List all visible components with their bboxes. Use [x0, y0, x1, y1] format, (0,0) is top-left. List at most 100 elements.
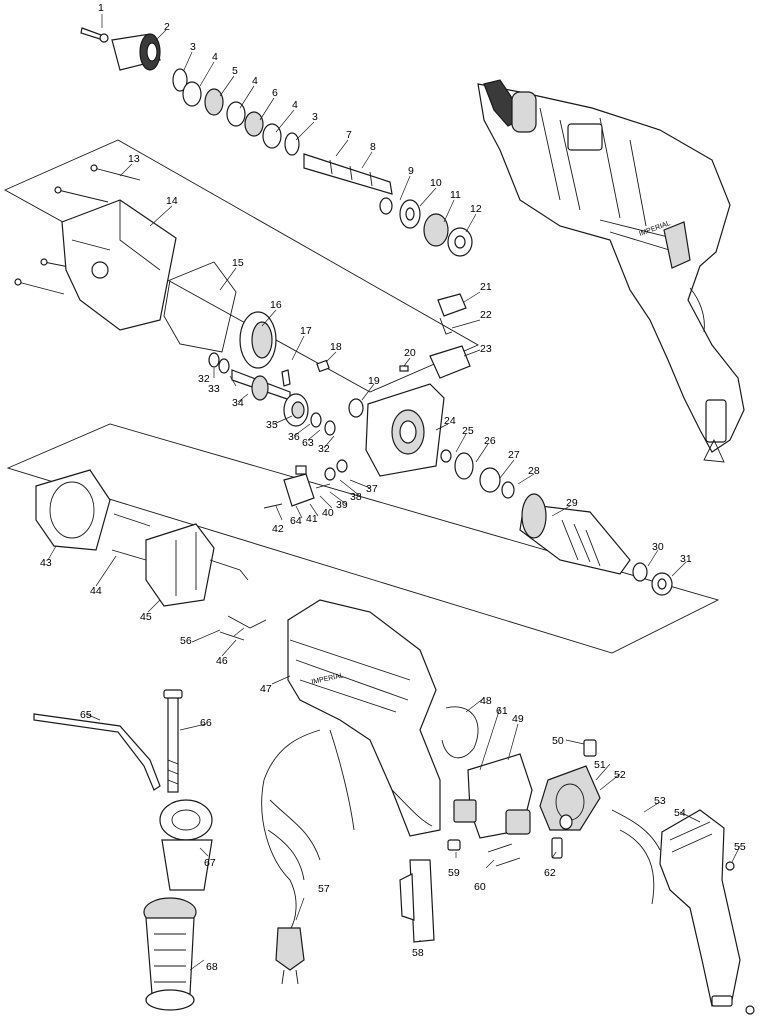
- part-57-power-cord: [261, 729, 355, 985]
- callout-22: 22: [480, 309, 492, 321]
- callout-3: 3: [190, 41, 196, 53]
- callout-8: 8: [370, 141, 376, 153]
- part-29-armature: [519, 493, 631, 575]
- part-16-gear: [239, 311, 277, 369]
- parts-35-36-63-gears: [283, 393, 336, 436]
- callout-39: 39: [336, 499, 348, 511]
- part-62-brush: [551, 837, 563, 859]
- callout-34: 34: [232, 397, 244, 409]
- callout-62: 62: [544, 867, 556, 879]
- part-53-wiring: [611, 809, 661, 905]
- callout-18: 18: [330, 341, 342, 353]
- part-46-56-wires: [219, 615, 267, 641]
- callout-30: 30: [652, 541, 664, 553]
- callout-41: 41: [306, 513, 318, 525]
- callout-53: 53: [654, 795, 666, 807]
- callout-59: 59: [448, 867, 460, 879]
- part-55-screws: [725, 861, 755, 1015]
- part-2-keyless-chuck: [111, 33, 161, 71]
- callout-12: 12: [470, 203, 482, 215]
- callout-13: 13: [128, 153, 140, 165]
- part-44-screws: [111, 513, 151, 561]
- callout-37: 37: [366, 483, 378, 495]
- callout-3: 3: [312, 111, 318, 123]
- callout-45: 45: [140, 611, 152, 623]
- callout-26: 26: [484, 435, 496, 447]
- callout-17: 17: [300, 325, 312, 337]
- callout-9: 9: [408, 165, 414, 177]
- motor-assembly-frame: [6, 423, 720, 654]
- callout-65: 65: [80, 709, 92, 721]
- part-14-gear-housing: [61, 199, 177, 331]
- callout-6: 6: [272, 87, 278, 99]
- callout-48: 48: [480, 695, 492, 707]
- part-7-8-spindle: [303, 153, 393, 195]
- part-68-side-handle: [143, 897, 197, 1011]
- callout-44: 44: [90, 585, 102, 597]
- callout-29: 29: [566, 497, 578, 509]
- callout-51: 51: [594, 759, 606, 771]
- callout-67: 67: [204, 857, 216, 869]
- parts-32-33-34-shaft: [208, 352, 291, 401]
- part-13-housing-screws: [14, 164, 141, 295]
- callout-4: 4: [212, 51, 218, 63]
- callout-68: 68: [206, 961, 218, 973]
- callout-28: 28: [528, 465, 540, 477]
- callout-38: 38: [350, 491, 362, 503]
- part-1-chuck-screw: [80, 27, 109, 43]
- callout-33: 33: [208, 383, 220, 395]
- part-24-gearbox-cover: [365, 383, 445, 477]
- callout-5: 5: [232, 65, 238, 77]
- callout-52: 52: [614, 769, 626, 781]
- callout-47: 47: [260, 683, 272, 695]
- assembled-drill-illustration: IMPERIAL: [477, 79, 745, 463]
- callout-35: 35: [266, 419, 278, 431]
- callout-14: 14: [166, 195, 178, 207]
- part-18-key: [316, 359, 330, 373]
- part-58-grip: [399, 859, 435, 943]
- parts-30-31-armature-bearings: [632, 562, 673, 596]
- callout-10: 10: [430, 177, 442, 189]
- callout-25: 25: [462, 425, 474, 437]
- callout-42: 42: [272, 523, 284, 535]
- callout-4: 4: [292, 99, 298, 111]
- callout-19: 19: [368, 375, 380, 387]
- callout-64: 64: [290, 515, 302, 527]
- callout-2: 2: [164, 21, 170, 33]
- callout-23: 23: [480, 343, 492, 355]
- callout-36: 36: [288, 431, 300, 443]
- callout-56: 56: [180, 635, 192, 647]
- callout-20: 20: [404, 347, 416, 359]
- callout-11: 11: [450, 189, 461, 201]
- parts-9-12-bearings: [379, 197, 473, 257]
- callout-61: 61: [496, 705, 508, 717]
- callout-32: 32: [198, 373, 210, 385]
- callout-60: 60: [474, 881, 486, 893]
- part-47-motor-housing: IMPERIAL: [287, 599, 441, 837]
- callout-21: 21: [480, 281, 492, 293]
- parts-37-42-64-brush-holder: [263, 459, 348, 509]
- parts-25-28-washers: [440, 449, 515, 499]
- callout-66: 66: [200, 717, 212, 729]
- callout-7: 7: [346, 129, 352, 141]
- callout-27: 27: [508, 449, 520, 461]
- parts-50-52-brush-card: [539, 739, 601, 831]
- parts-3-6-spacer-rings: [172, 68, 300, 156]
- callout-1: 1: [98, 2, 104, 14]
- callout-24: 24: [444, 415, 456, 427]
- part-43-baffle: [35, 469, 111, 551]
- callout-55: 55: [734, 841, 746, 853]
- part-17-pin: [281, 369, 291, 387]
- part-19-bushing: [348, 398, 364, 418]
- parts-49-61-trigger-switch: [453, 753, 533, 839]
- leader-lines: [47, 14, 741, 971]
- callout-54: 54: [674, 807, 686, 819]
- part-20-pin: [399, 365, 409, 372]
- callout-63: 63: [302, 437, 314, 449]
- parts-21-23-mode-selector: [429, 293, 471, 379]
- part-15-gasket: [163, 261, 237, 353]
- callout-16: 16: [270, 299, 282, 311]
- callout-57: 57: [318, 883, 330, 895]
- part-45-stator: [145, 523, 249, 607]
